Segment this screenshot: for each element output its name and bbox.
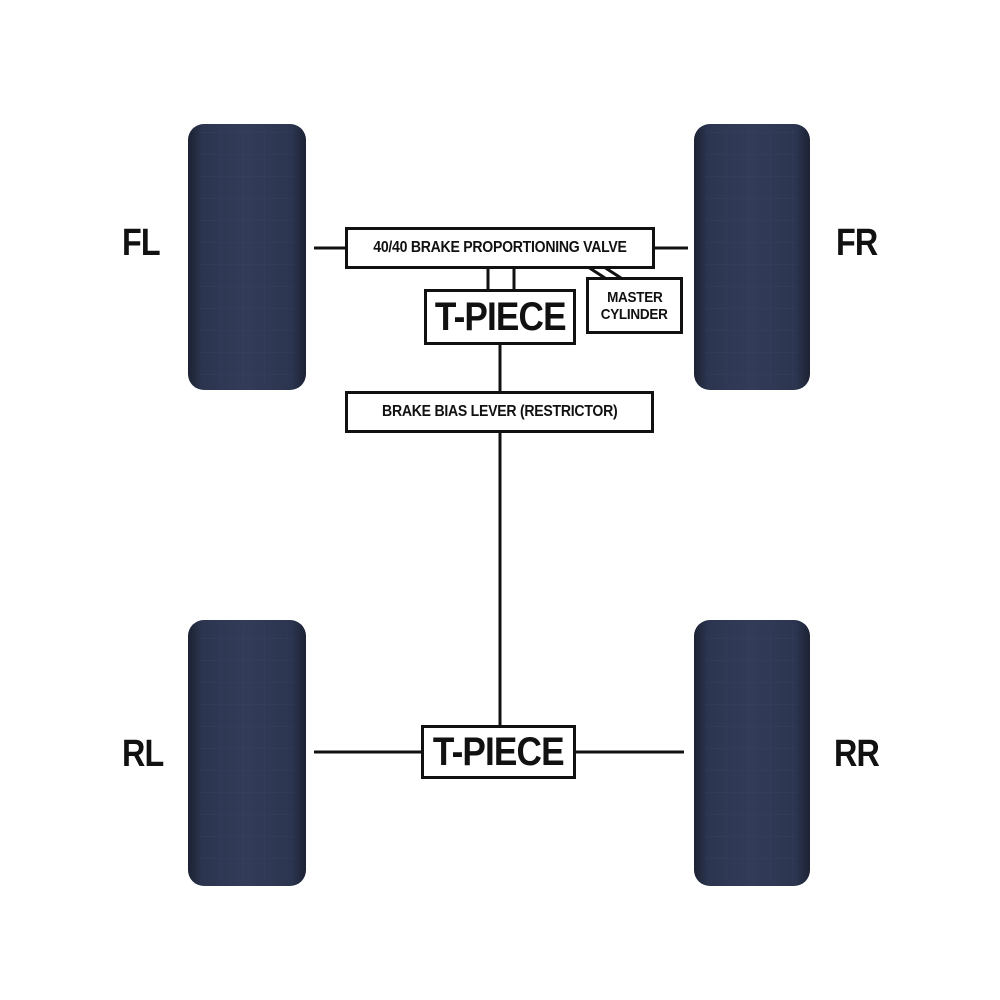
master-cylinder-label-line2: CYLINDER — [601, 305, 668, 323]
label-rear-right: RR — [834, 733, 880, 775]
brake-bias-lever-box: BRAKE BIAS LEVER (RESTRICTOR) — [345, 391, 654, 433]
front-t-piece-box: T-PIECE — [424, 289, 576, 345]
proportioning-valve-label: 40/40 BRAKE PROPORTIONING VALVE — [373, 239, 627, 256]
label-front-left: FL — [122, 222, 161, 264]
tire-rear-right — [694, 620, 810, 886]
brake-bias-lever-label: BRAKE BIAS LEVER (RESTRICTOR) — [381, 403, 618, 420]
master-cylinder-label-line1: MASTER — [606, 288, 663, 306]
master-cylinder-box: MASTER CYLINDER — [586, 277, 683, 334]
tire-front-right — [694, 124, 810, 390]
proportioning-valve-box: 40/40 BRAKE PROPORTIONING VALVE — [345, 227, 655, 269]
brake-lines — [314, 246, 688, 754]
rear-t-piece-box: T-PIECE — [421, 725, 576, 779]
label-rear-left: RL — [122, 733, 164, 775]
tire-rear-left — [188, 620, 306, 886]
rear-t-piece-label: T-PIECE — [433, 729, 565, 774]
front-t-piece-label: T-PIECE — [434, 294, 567, 339]
label-front-right: FR — [836, 222, 878, 264]
tire-front-left — [188, 124, 306, 390]
